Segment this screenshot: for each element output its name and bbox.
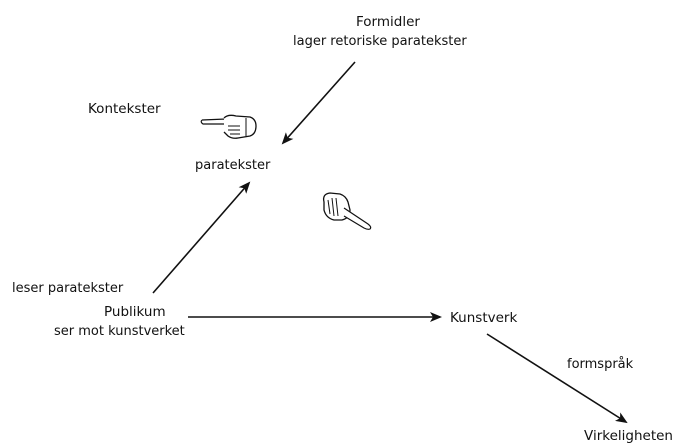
edge-label-leser-paratekster: leser paratekster (12, 281, 124, 296)
node-paratekster-title: paratekster (195, 158, 271, 173)
node-kunstverk-title: Kunstverk (450, 310, 518, 326)
node-formidler-subtitle: lager retoriske paratekster (293, 34, 467, 49)
pointing-hand-right-icon (200, 114, 257, 139)
node-virkeligheten-title: Virkeligheten (584, 428, 673, 444)
node-publikum-title: Publikum (104, 304, 166, 320)
edge-label-formsprak: formspråk (567, 357, 634, 372)
node-kontekster-title: Kontekster (88, 101, 161, 117)
arrow-publikum-to-paratekster (152, 181, 251, 294)
pointing-hand-down-right-icon (322, 192, 372, 230)
node-formidler-title: Formidler (356, 14, 420, 30)
arrow-formidler-to-paratekster (281, 61, 356, 145)
arrow-kunstverk-to-virkeligheten (486, 333, 628, 424)
node-publikum-subtitle: ser mot kunstverket (54, 324, 185, 339)
